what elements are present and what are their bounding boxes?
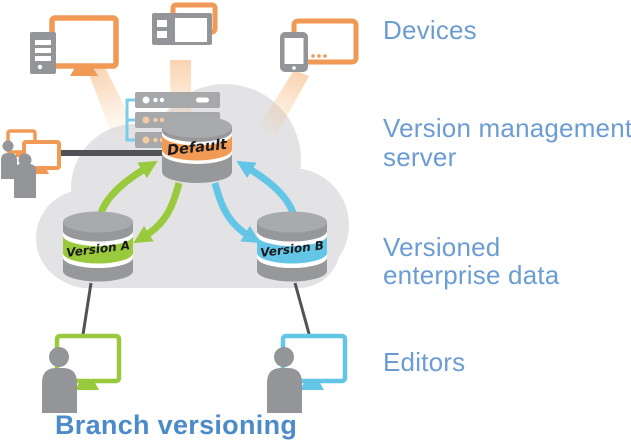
- label-devices: Devices: [383, 15, 477, 45]
- editor-b-person-icon: [274, 347, 294, 367]
- arrow-default-to-b: [211, 182, 261, 244]
- version-b-band: [257, 235, 327, 264]
- team-workstations-icon: [1, 129, 61, 198]
- mobile-devices-icon: [280, 18, 359, 72]
- editor-a-icon: [42, 333, 122, 413]
- beam-right: [258, 70, 309, 138]
- database-default-icon: Default: [162, 116, 232, 183]
- legend-labels: Devices Version management server Versio…: [383, 15, 631, 377]
- label-version-management-line1: Version management: [383, 113, 631, 143]
- page-title: Branch versioning: [55, 410, 297, 440]
- rugged-device-icon: [152, 2, 218, 45]
- editor-b-icon: [267, 333, 348, 413]
- editor-a-person-icon: [49, 347, 69, 367]
- server-bracket: [125, 98, 136, 142]
- beam-left: [88, 65, 134, 139]
- default-database-label: Default: [166, 137, 229, 159]
- label-version-management-line2: server: [383, 142, 457, 172]
- label-editors: Editors: [383, 347, 465, 377]
- version-a-band: [63, 235, 133, 264]
- database-version-b-icon: Version B: [257, 211, 327, 282]
- label-versioned-data-line2: enterprise data: [383, 260, 560, 290]
- default-band: [162, 134, 232, 161]
- connector-line-team: [57, 150, 164, 156]
- database-version-a-icon: Version A: [63, 211, 133, 282]
- desktop-computer-icon: [30, 15, 119, 76]
- label-versioned-data-line1: Versioned: [383, 232, 500, 262]
- arrow-default-to-a: [133, 182, 183, 244]
- connector-line-editor-b: [293, 282, 313, 342]
- connector-line-editor-a: [80, 282, 93, 342]
